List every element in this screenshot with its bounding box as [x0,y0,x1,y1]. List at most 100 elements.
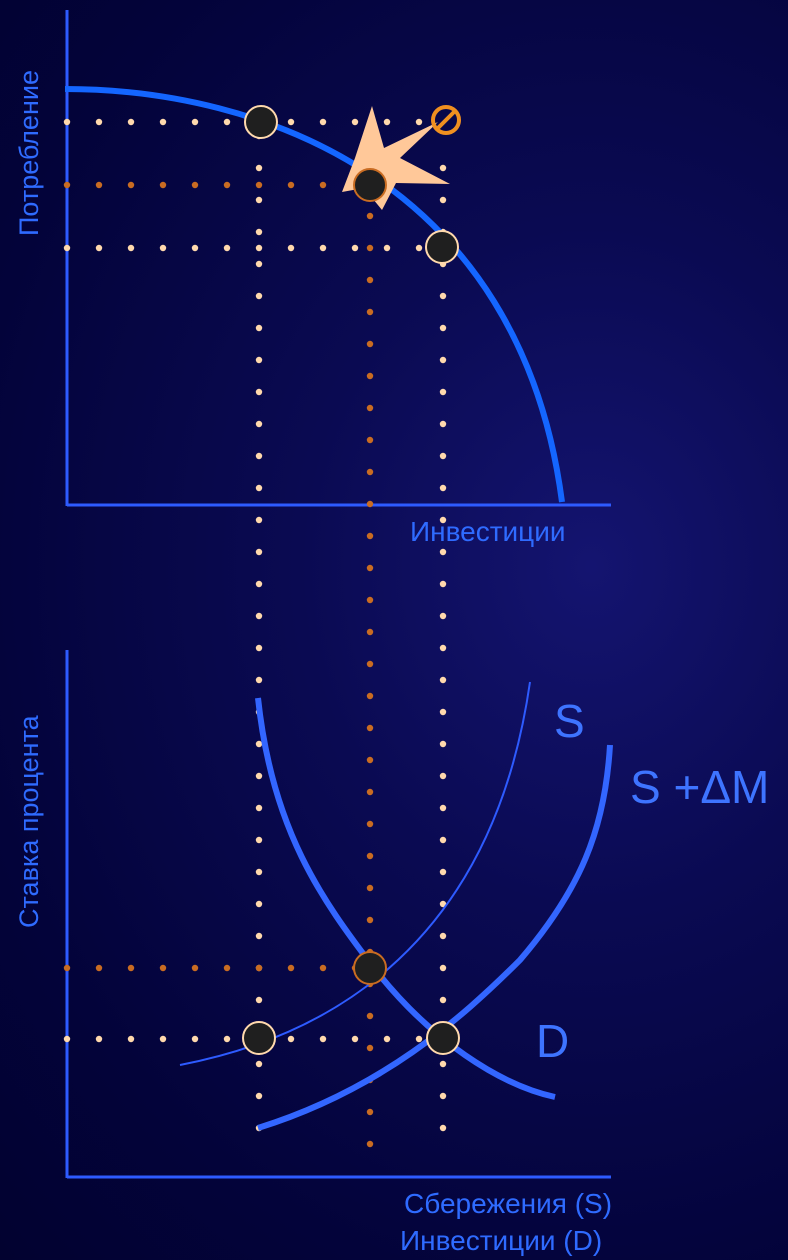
guide-dot-vertical-right [439,292,447,300]
guide-dot-vertical-right [439,964,447,972]
guide-dot-vertical-right [439,932,447,940]
bottom-x-axis-label-investment: Инвестиции (D) [400,1225,603,1256]
guide-dot-vertical-left [255,772,263,780]
guide-dot-top-upper [63,118,71,126]
guide-dot-vertical-middle [366,820,374,828]
curve-label-s: S [554,695,585,747]
guide-dot-vertical-right [439,676,447,684]
guide-dot-vertical-middle [366,916,374,924]
guide-dot-vertical-left [255,644,263,652]
guide-dot-bottom-middle [95,964,103,972]
guide-dot-vertical-left [255,1060,263,1068]
guide-dot-top-upper [223,118,231,126]
top-y-axis-label: Потребление [14,70,44,236]
guide-dot-top-lower [63,244,71,252]
guide-dot-bottom-lower [287,1035,295,1043]
guide-dot-vertical-right [439,868,447,876]
guide-dot-top-middle [255,181,263,189]
curve-label-d: D [536,1015,570,1067]
guide-dot-vertical-left [255,932,263,940]
guide-dot-vertical-middle [366,724,374,732]
guide-dot-vertical-middle [366,660,374,668]
guide-dot-bottom-lower [351,1035,359,1043]
guide-dot-vertical-middle [366,1108,374,1116]
guide-dot-vertical-left [255,228,263,236]
guide-dot-vertical-right [439,452,447,460]
guide-dot-vertical-left [255,388,263,396]
guide-dot-vertical-left [255,420,263,428]
curve-label-s-plus-dm: S +ΔM [630,761,770,813]
guide-dot-top-middle [159,181,167,189]
guide-dot-top-lower [223,244,231,252]
guide-dot-top-upper [159,118,167,126]
guide-dot-bottom-middle [127,964,135,972]
bottom-y-axis-label: Ставка процента [14,715,44,928]
guide-dot-vertical-middle [366,852,374,860]
guide-dot-vertical-right [439,420,447,428]
dotted-guides [63,118,447,1148]
guide-dot-top-upper [415,118,423,126]
guide-dot-top-upper [319,118,327,126]
guide-dot-vertical-right [439,196,447,204]
guide-dot-vertical-right [439,356,447,364]
guide-dot-bottom-lower [159,1035,167,1043]
market-point-middle [353,951,387,985]
guide-dot-top-upper [191,118,199,126]
guide-dot-vertical-right [439,164,447,172]
guide-dot-vertical-middle [366,1140,374,1148]
guide-dot-top-upper [287,118,295,126]
guide-dot-bottom-lower [223,1035,231,1043]
market-point-right [426,1021,460,1055]
guide-dot-vertical-right [439,996,447,1004]
supply-curve-s [179,681,531,1066]
prohibited-sign-icon [431,105,461,135]
guide-dot-vertical-left [255,836,263,844]
guide-dot-vertical-middle [366,692,374,700]
guide-dot-top-upper [383,118,391,126]
guide-dot-vertical-middle [366,1012,374,1020]
guide-dot-vertical-right [439,836,447,844]
supply-curve-s-plus-dm [257,744,613,1131]
guide-dot-bottom-lower [415,1035,423,1043]
ppf-point-middle [353,168,387,202]
guide-dot-top-upper [95,118,103,126]
guide-dot-top-middle [127,181,135,189]
guide-dot-vertical-middle [366,404,374,412]
guide-dot-vertical-left [255,548,263,556]
guide-dot-vertical-middle [366,1044,374,1052]
guide-dot-vertical-middle [366,756,374,764]
guide-dot-vertical-right [439,1092,447,1100]
guide-dot-bottom-lower [95,1035,103,1043]
guide-dot-bottom-middle [223,964,231,972]
guide-dot-vertical-left [255,804,263,812]
guide-dot-vertical-left [255,196,263,204]
guide-dot-bottom-lower [319,1035,327,1043]
guide-dot-vertical-right [439,580,447,588]
guide-dot-top-lower [383,244,391,252]
guide-dot-vertical-right [439,708,447,716]
guide-dot-vertical-middle [366,884,374,892]
guide-dot-vertical-right [439,804,447,812]
ppf-curve [64,86,565,503]
guide-dot-bottom-lower [127,1035,135,1043]
guide-dot-vertical-left [255,612,263,620]
guide-dot-top-upper [127,118,135,126]
guide-dot-bottom-middle [63,964,71,972]
bottom-x-axis-label-savings: Сбережения (S) [404,1188,613,1219]
guide-dot-vertical-left [255,260,263,268]
guide-dot-vertical-middle [366,308,374,316]
guide-dot-top-lower [95,244,103,252]
guide-dot-vertical-right [439,1124,447,1132]
guide-dot-top-lower [127,244,135,252]
guide-dot-top-lower [351,244,359,252]
guide-dot-vertical-middle [366,468,374,476]
ppf-point-lower [425,230,459,264]
ppf-point-upper [244,105,278,139]
guide-dot-top-lower [159,244,167,252]
equilibrium-points [242,105,460,1055]
guide-dot-vertical-left [255,580,263,588]
guide-dot-vertical-right [439,324,447,332]
guide-dot-vertical-right [439,772,447,780]
guide-dot-bottom-middle [255,964,263,972]
